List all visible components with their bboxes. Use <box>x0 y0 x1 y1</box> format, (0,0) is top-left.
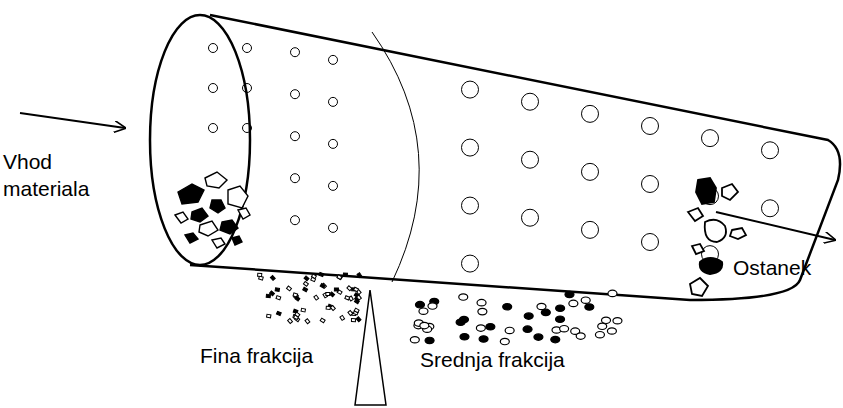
input-arrow <box>20 113 125 128</box>
label-text: Srednja frakcija <box>420 346 565 373</box>
drum-outline <box>150 15 840 300</box>
output-arrow <box>716 212 835 240</box>
screen-holes <box>209 44 779 273</box>
label-text: Vhod materiala <box>3 148 103 203</box>
medium-fraction <box>410 290 622 345</box>
fine-fraction <box>258 272 362 323</box>
section-divider <box>372 32 419 282</box>
label-text: Fina frakcija <box>200 342 313 369</box>
splitter-wedge <box>355 290 386 405</box>
input-material <box>175 172 250 248</box>
label-text: Ostanek <box>733 254 811 281</box>
